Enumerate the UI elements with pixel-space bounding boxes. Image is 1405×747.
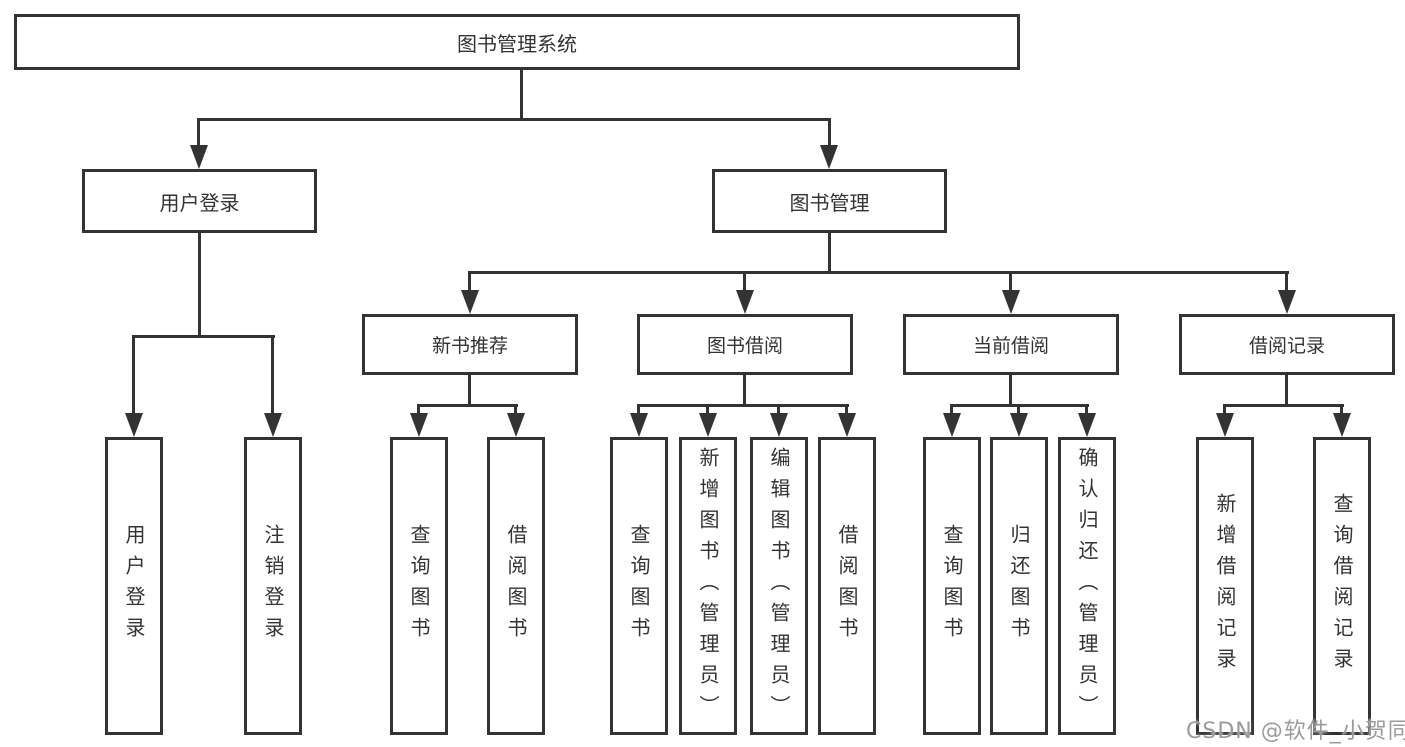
node-book-borrow-label: 图书借阅 [706,335,783,357]
down-arrowhead [190,145,208,169]
leaf-edit-books-admin: 编辑图书（管理员） [750,437,808,735]
connector-line [743,271,746,293]
connector-line [1285,271,1288,293]
node-new-books: 新书推荐 [362,314,578,375]
down-arrowhead [1278,290,1296,314]
connector-line [514,404,517,416]
leaf-newbooks-query-books: 查询图书 [390,437,448,735]
connector-line [417,404,420,416]
down-arrowhead [820,145,838,169]
connector-line [637,404,849,407]
down-arrowhead [410,413,428,437]
node-user-login-label: 用户登录 [159,190,240,215]
connector-line [1285,375,1288,407]
down-arrowhead [1010,413,1028,437]
leaf-return-books-label: 归还图书 [1007,524,1031,648]
connector-line [743,375,746,407]
node-root-label: 图书管理系统 [457,31,577,56]
down-arrowhead [1216,413,1234,437]
connector-line [828,233,831,274]
leaf-current-query-books-label: 查询图书 [940,524,964,648]
connector-line [706,404,709,416]
connector-line [417,404,518,407]
leaf-borrow-query-books: 查询图书 [610,437,668,735]
node-book-borrow: 图书借阅 [637,314,853,375]
leaf-borrow-books-label: 借阅图书 [835,524,859,648]
connector-line [198,233,201,338]
connector-line [1223,404,1344,407]
down-arrowhead [770,413,788,437]
node-user-login: 用户登录 [82,169,317,233]
down-arrowhead [1002,290,1020,314]
down-arrowhead [507,413,525,437]
leaf-edit-books-admin-label: 编辑图书（管理员） [767,446,791,726]
connector-line [1085,404,1088,416]
node-book-mgmt: 图书管理 [712,169,947,233]
connector-line [1223,404,1226,416]
down-arrowhead [461,290,479,314]
leaf-query-borrow-record: 查询借阅记录 [1313,437,1371,735]
leaf-confirm-return-admin-label: 确认归还（管理员） [1075,446,1099,726]
connector-line [1009,375,1012,407]
connector-line [197,118,200,147]
leaf-logout: 注销登录 [244,437,302,735]
node-root: 图书管理系统 [14,14,1020,70]
down-arrowhead [125,413,143,437]
leaf-borrow-books: 借阅图书 [818,437,876,735]
watermark: CSDN @软件_小贺同学 [1186,719,1405,744]
down-arrowhead [264,413,282,437]
connector-line [271,335,274,415]
connector-line [520,70,523,118]
connector-line [1340,404,1343,416]
connector-line [777,404,780,416]
connector-line [197,118,831,121]
leaf-user-login: 用户登录 [105,437,163,735]
leaf-return-books: 归还图书 [990,437,1048,735]
connector-line [1009,271,1012,293]
node-new-books-label: 新书推荐 [431,335,508,357]
leaf-add-books-admin-label: 新增图书（管理员） [696,446,720,726]
connector-line [828,118,831,147]
leaf-newbooks-borrow-books: 借阅图书 [487,437,545,735]
connector-line [845,404,848,416]
leaf-query-borrow-record-label: 查询借阅记录 [1330,493,1354,679]
down-arrowhead [1078,413,1096,437]
node-borrow-records: 借阅记录 [1179,314,1395,375]
node-current-borrow: 当前借阅 [903,314,1119,375]
down-arrowhead [630,413,648,437]
down-arrowhead [736,290,754,314]
node-borrow-records-label: 借阅记录 [1248,335,1325,357]
down-arrowhead [1333,413,1351,437]
connector-line [468,271,471,293]
leaf-logout-label: 注销登录 [261,524,285,648]
connector-line [468,271,1289,274]
connector-line [132,335,275,338]
leaf-add-books-admin: 新增图书（管理员） [679,437,737,735]
node-book-mgmt-label: 图书管理 [789,190,870,215]
leaf-add-borrow-record-label: 新增借阅记录 [1213,493,1237,679]
down-arrowhead [699,413,717,437]
connector-line [1017,404,1020,416]
leaf-borrow-query-books-label: 查询图书 [627,524,651,648]
leaf-confirm-return-admin: 确认归还（管理员） [1058,437,1116,735]
leaf-user-login-label: 用户登录 [122,524,146,648]
down-arrowhead [943,413,961,437]
leaf-current-query-books: 查询图书 [923,437,981,735]
connector-line [132,335,135,415]
connector-line [950,404,953,416]
down-arrowhead [838,413,856,437]
connector-line [637,404,640,416]
leaf-add-borrow-record: 新增借阅记录 [1196,437,1254,735]
node-current-borrow-label: 当前借阅 [972,335,1049,357]
connector-line [468,375,471,407]
leaf-newbooks-query-books-label: 查询图书 [407,524,431,648]
leaf-newbooks-borrow-books-label: 借阅图书 [504,524,528,648]
